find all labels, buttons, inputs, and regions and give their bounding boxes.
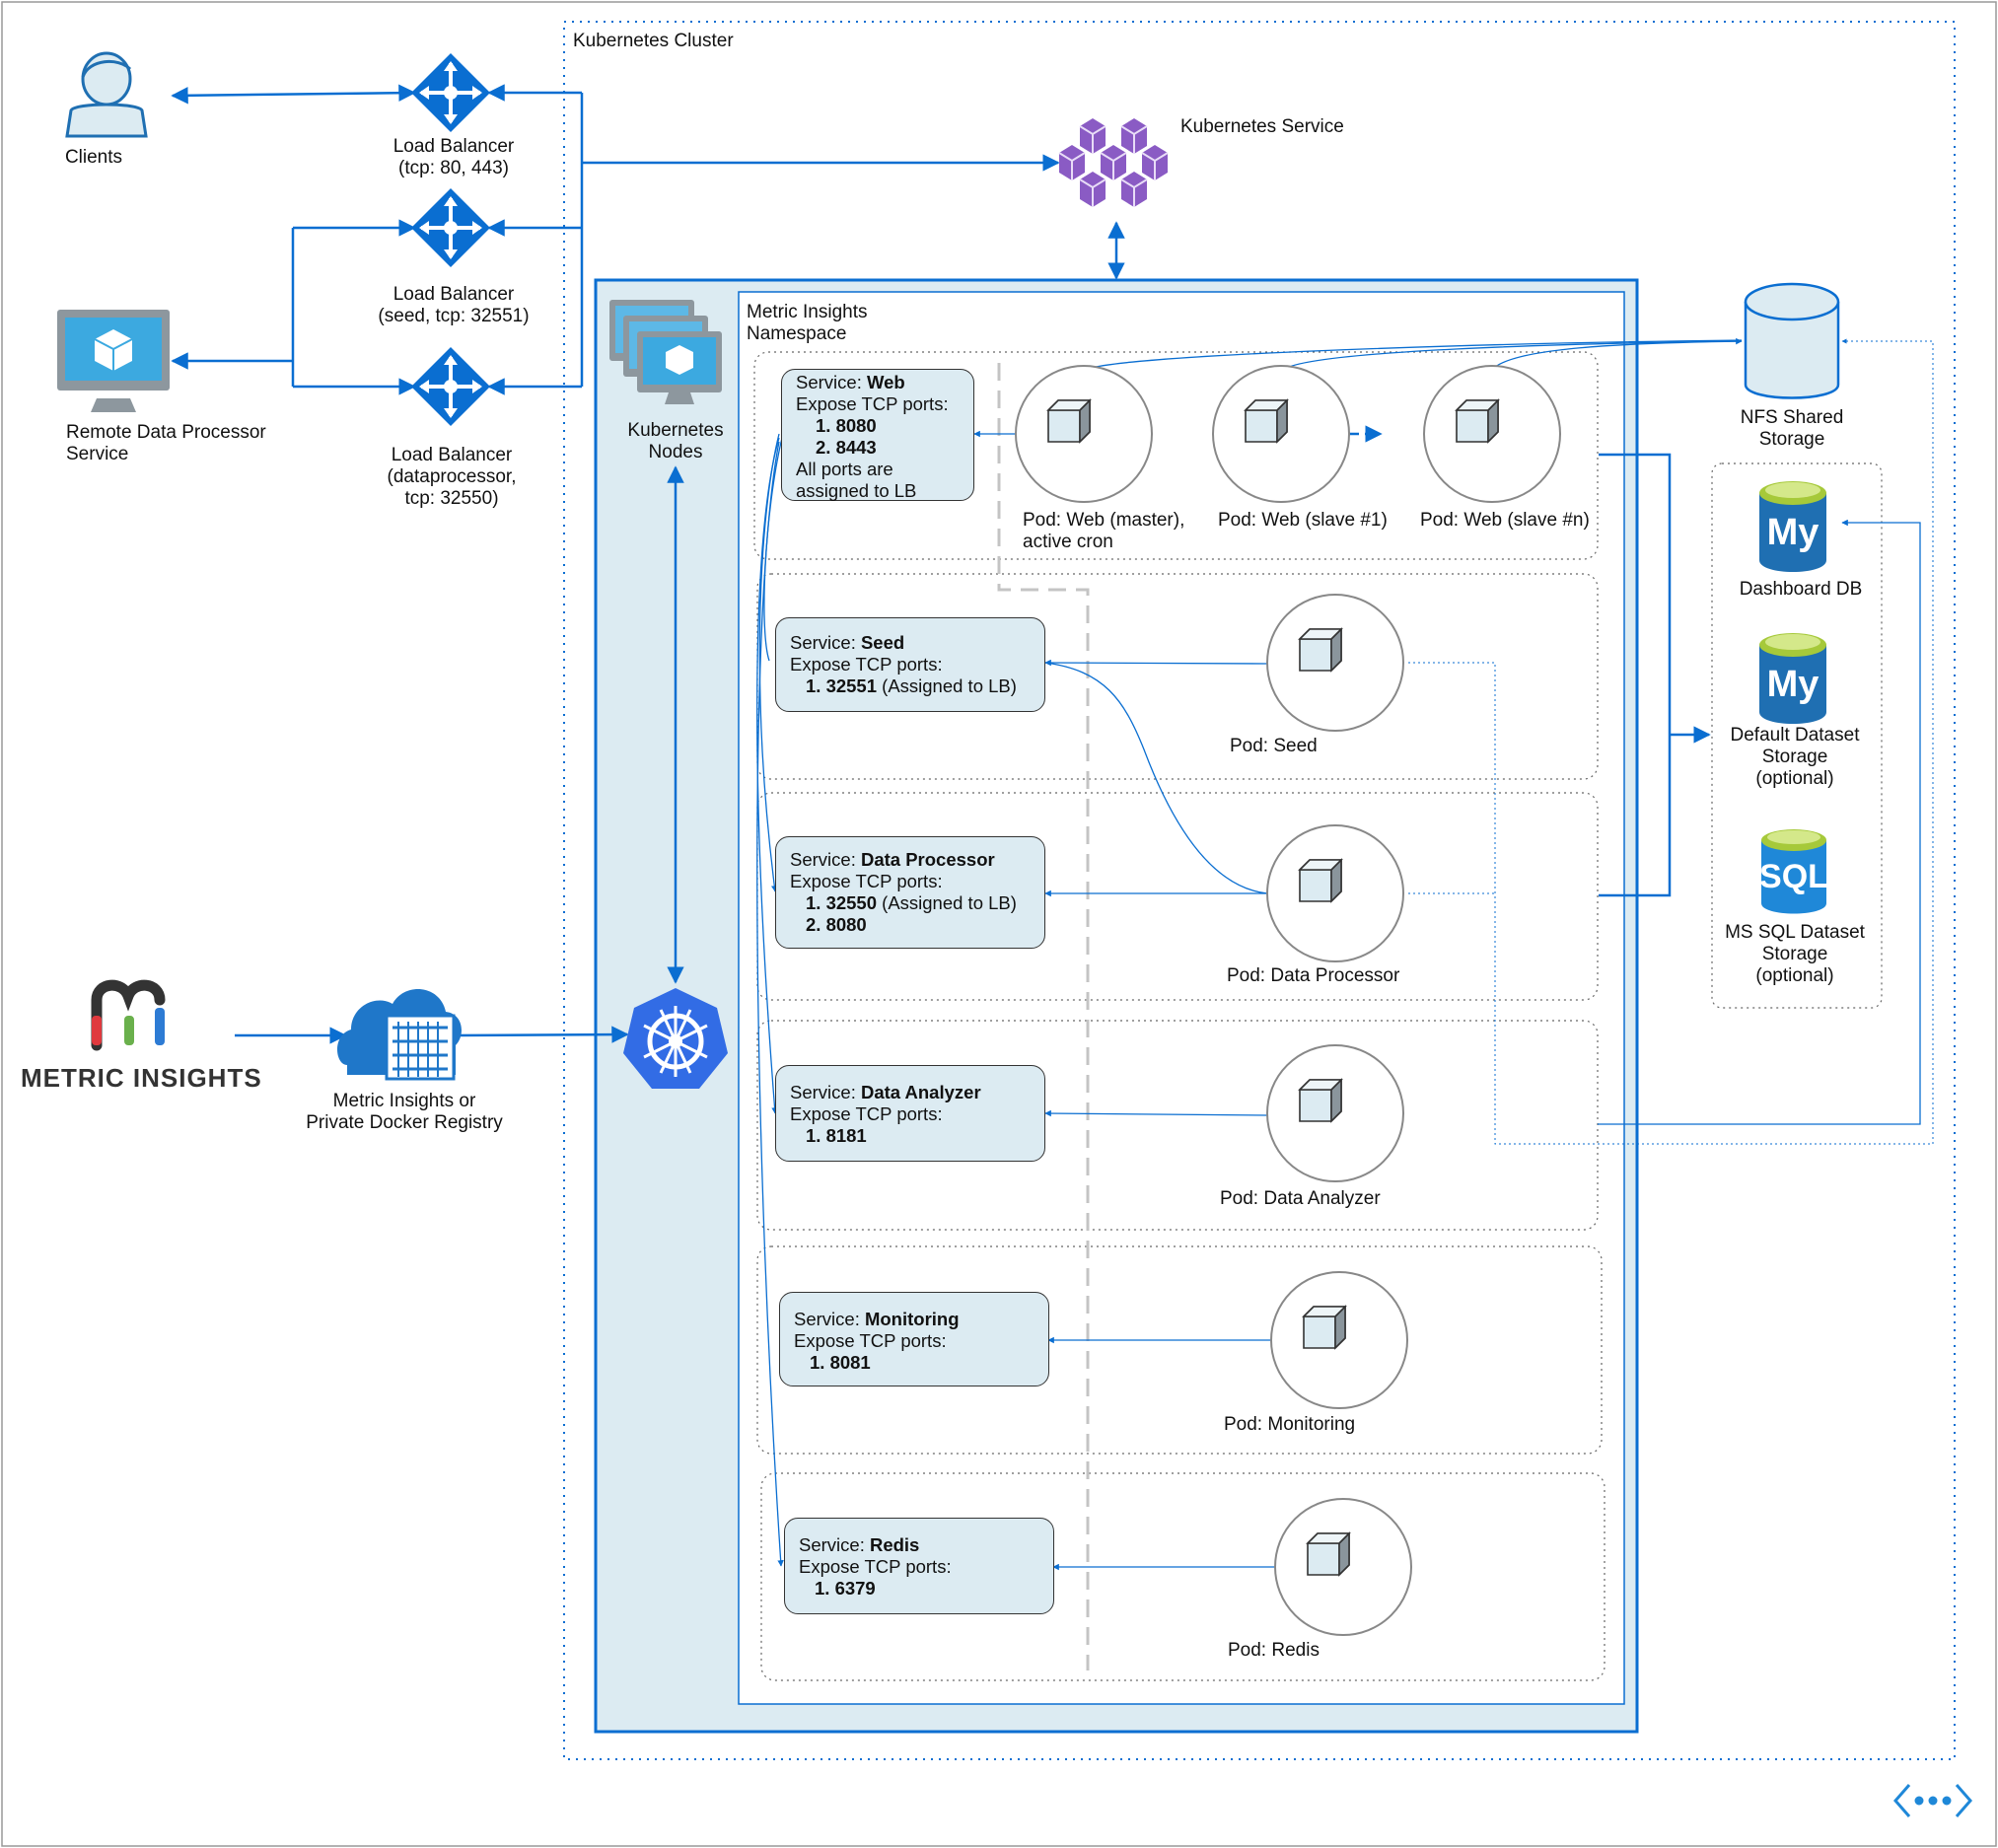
pod-web-slaven [1423,365,1561,503]
service-seed-box: Service: Seed Expose TCP ports: 1. 32551… [775,617,1045,712]
registry-label: Metric Insights or Private Docker Regist… [306,1091,503,1133]
monitor-icon [57,310,170,412]
nfs-storage-label: NFS Shared Storage [1740,407,1844,450]
master-separator [997,363,1090,1670]
dashboard-db-label: Dashboard DB [1739,579,1863,600]
pod-redis-label: Pod: Redis [1228,1640,1320,1661]
pod-seed [1266,594,1404,732]
pod-web-master [1015,365,1153,503]
pod-data-analyzer-label: Pod: Data Analyzer [1220,1188,1381,1209]
kubernetes-nodes-icon [609,300,722,404]
default-dataset-icon [1759,633,1826,724]
kubernetes-logo-icon [623,988,728,1089]
pod-redis [1274,1498,1412,1636]
my-badge: My [1767,512,1820,553]
default-dataset-label: Default Dataset Storage (optional) [1730,725,1860,789]
cluster-boundary [563,21,1956,1760]
remote-data-processor-label: Remote Data Processor Service [66,422,266,464]
pod-web-slaven-label: Pod: Web (slave #n) [1420,510,1590,531]
metric-insights-logo-icon [91,979,166,1051]
pod-monitoring [1270,1271,1408,1409]
load-balancer-icon [409,186,492,269]
pod-web-master-label: Pod: Web (master), active cron [1023,510,1185,552]
pod-seed-label: Pod: Seed [1230,736,1318,756]
load-balancer-icon [409,51,492,134]
registry-cloud-icon [337,989,462,1081]
dashboard-db-icon [1759,481,1826,572]
service-data-processor-box: Service: Data Processor Expose TCP ports… [775,836,1045,949]
pod-web-slave1-label: Pod: Web (slave #1) [1218,510,1388,531]
service-redis-box: Service: Redis Expose TCP ports: 1. 6379 [784,1518,1054,1614]
kubernetes-nodes-label: Kubernetes Nodes [627,420,724,462]
namespace-panel [738,291,1625,1705]
load-balancer-icon [409,345,492,428]
nfs-storage-icon [1744,282,1840,399]
pod-data-processor-label: Pod: Data Processor [1227,965,1400,986]
load-balancer-dataprocessor-label: Load Balancer (dataprocessor, tcp: 32550… [387,445,517,509]
my-badge: My [1767,664,1820,705]
service-data-analyzer-box: Service: Data Analyzer Expose TCP ports:… [775,1065,1045,1162]
mssql-label: MS SQL Dataset Storage (optional) [1725,922,1865,986]
service-monitoring-box: Service: Monitoring Expose TCP ports: 1.… [779,1292,1049,1386]
sql-badge: SQL [1759,858,1828,895]
clients-label: Clients [64,147,123,168]
kubernetes-service-icon [1058,117,1169,208]
connectors [171,84,1711,1044]
namespace-label: Metric Insights Namespace [747,302,868,344]
cluster-title: Kubernetes Cluster [573,31,734,51]
load-balancer-seed-label: Load Balancer (seed, tcp: 32551) [378,284,530,326]
service-web-box: Service: Web Expose TCP ports: 1. 8080 2… [781,369,974,501]
kubernetes-service-label: Kubernetes Service [1180,116,1344,137]
pod-web-slave1 [1212,365,1350,503]
storage-group [1711,462,1883,1009]
mssql-icon [1761,829,1826,914]
pod-data-processor [1266,824,1404,962]
pod-monitoring-label: Pod: Monitoring [1224,1414,1356,1435]
load-balancer-web-label: Load Balancer (tcp: 80, 443) [392,136,515,178]
clients-icon [65,51,148,138]
metric-insights-logo-text: METRIC INSIGHTS [21,1063,262,1093]
network-icon [1893,1784,1972,1817]
pod-data-analyzer [1266,1044,1404,1182]
